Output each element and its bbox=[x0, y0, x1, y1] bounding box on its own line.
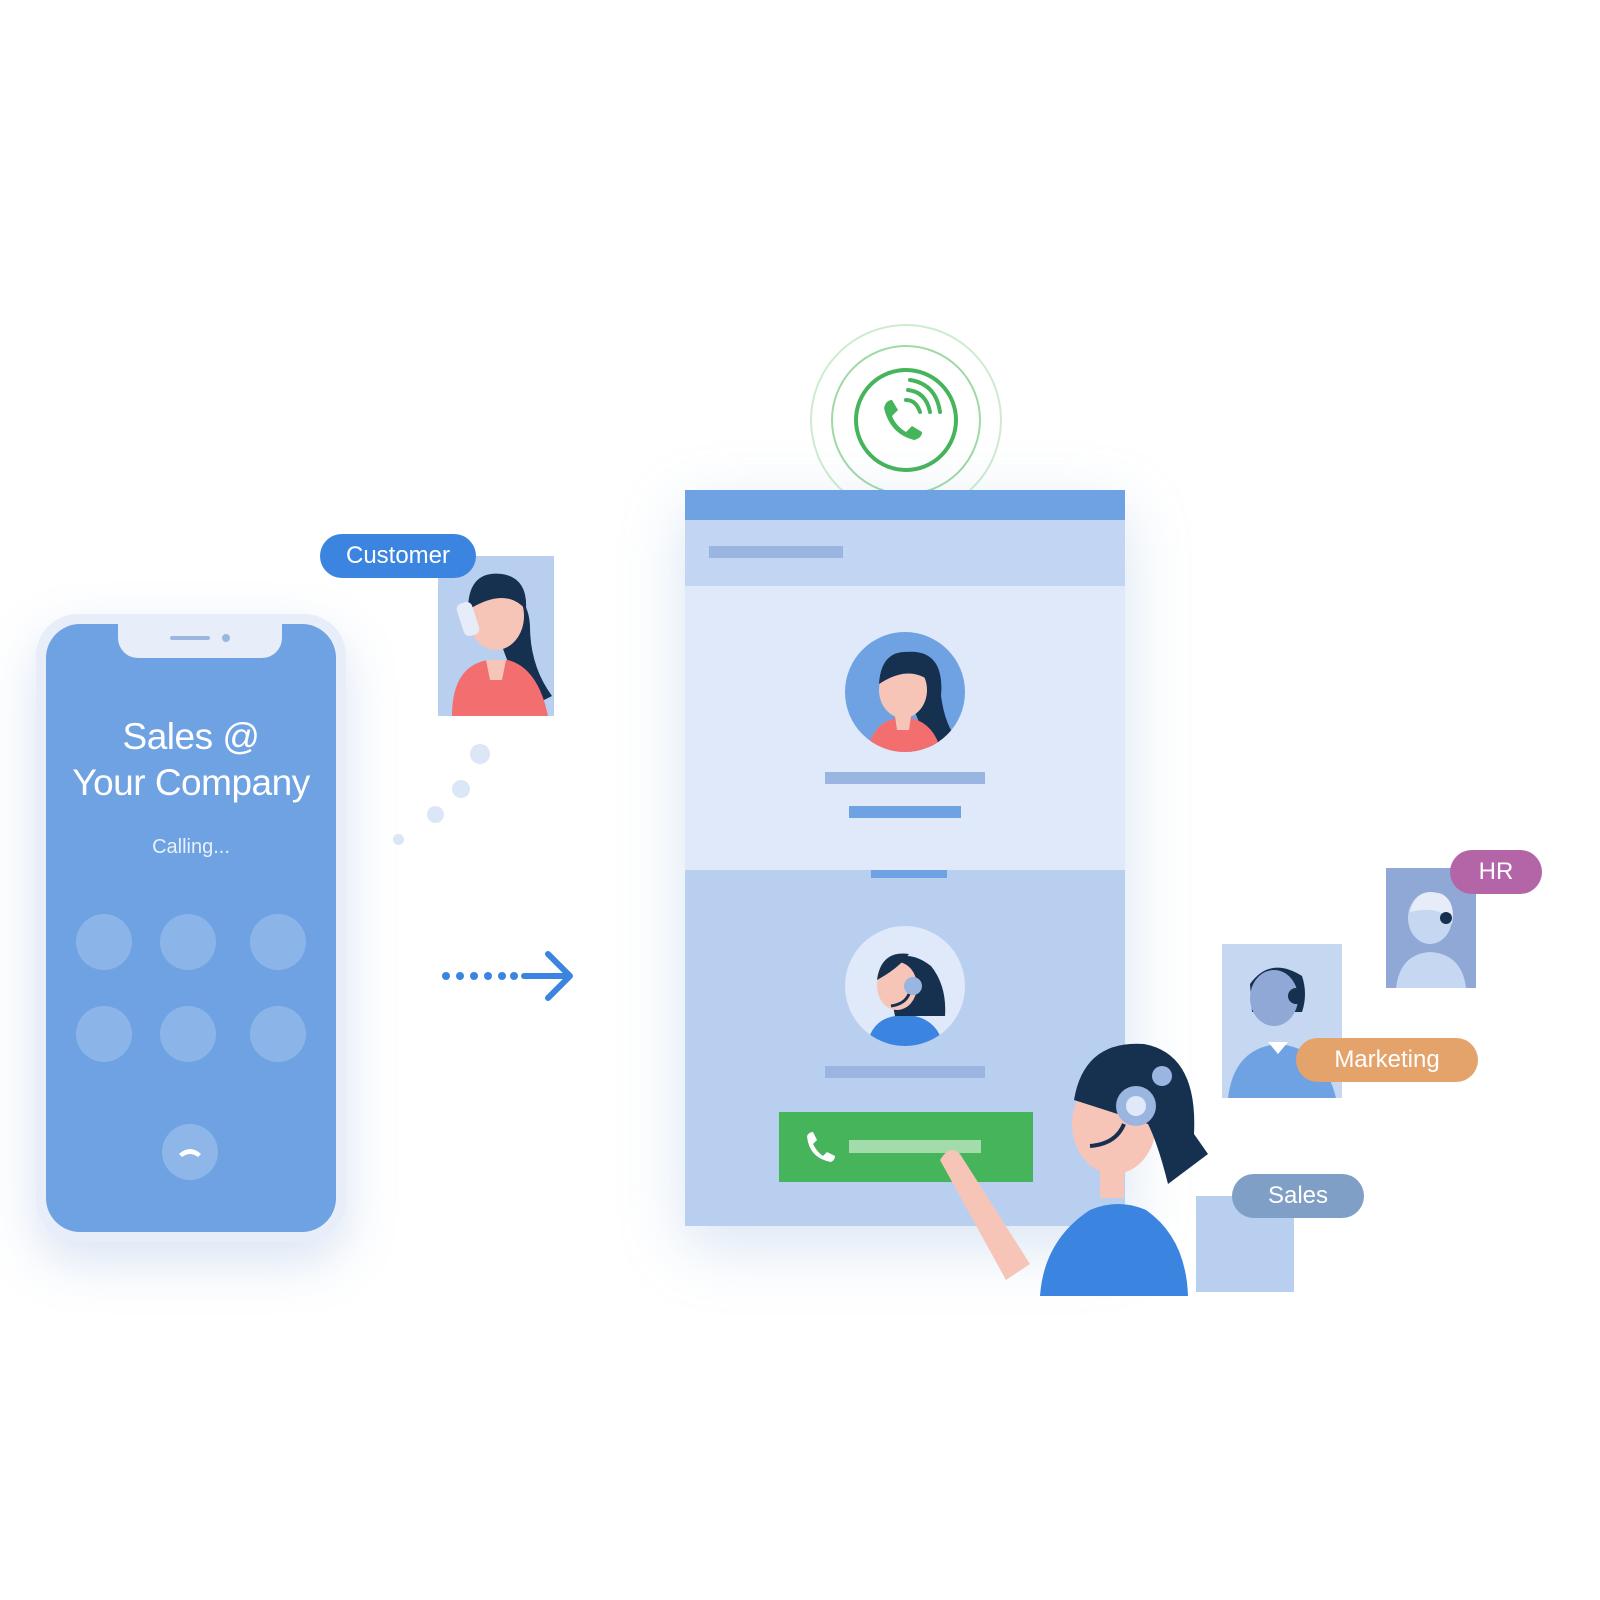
placeholder-line bbox=[849, 806, 961, 818]
customer-avatar-card bbox=[438, 556, 554, 716]
support-agent-illustration bbox=[940, 1043, 1208, 1296]
arrow-right-icon bbox=[442, 951, 573, 1001]
caller-illustration bbox=[867, 651, 959, 752]
caller-name: Sales @ Your Company bbox=[72, 716, 310, 803]
keypad-button[interactable] bbox=[160, 1006, 216, 1062]
caller-section bbox=[685, 586, 1125, 870]
caller-avatar bbox=[845, 632, 965, 752]
phone-notch bbox=[118, 624, 282, 658]
header-placeholder-line bbox=[709, 546, 843, 558]
trail-dot bbox=[393, 834, 404, 845]
mobile-phone: Sales @ Your Company Calling... bbox=[36, 614, 346, 1242]
hang-up-button[interactable] bbox=[162, 1124, 218, 1180]
hr-agent-card bbox=[1386, 868, 1476, 988]
trail-dot bbox=[452, 780, 470, 798]
phone-screen: Sales @ Your Company Calling... bbox=[46, 624, 336, 1232]
panel-header bbox=[685, 520, 1125, 586]
customer-label: Customer bbox=[320, 534, 476, 578]
call-status: Calling... bbox=[152, 836, 230, 858]
agent-avatar bbox=[845, 926, 965, 1046]
placeholder-line bbox=[825, 1066, 985, 1078]
agent-illustration bbox=[867, 953, 946, 1046]
call-routing-panel bbox=[685, 490, 1125, 1226]
keypad-button[interactable] bbox=[76, 914, 132, 970]
customer-illustration bbox=[452, 573, 552, 716]
hr-agent-illustration bbox=[1396, 892, 1466, 988]
hr-label: HR bbox=[1450, 850, 1542, 894]
marketing-label: Marketing bbox=[1296, 1038, 1478, 1082]
keypad-button[interactable] bbox=[250, 914, 306, 970]
panel-title-bar bbox=[685, 490, 1125, 520]
section-divider bbox=[871, 870, 947, 878]
phone-icon bbox=[807, 1132, 835, 1162]
speaker-slot bbox=[170, 636, 210, 640]
button-placeholder-line bbox=[849, 1140, 981, 1153]
answer-call-button[interactable] bbox=[779, 1112, 1033, 1182]
sales-label: Sales bbox=[1232, 1174, 1364, 1218]
trail-dot bbox=[427, 806, 444, 823]
keypad-button[interactable] bbox=[160, 914, 216, 970]
keypad-button[interactable] bbox=[76, 1006, 132, 1062]
trail-dot bbox=[470, 744, 490, 764]
camera-dot bbox=[222, 634, 230, 642]
hang-up-icon bbox=[179, 1149, 201, 1157]
placeholder-line bbox=[825, 772, 985, 784]
keypad-button[interactable] bbox=[250, 1006, 306, 1062]
